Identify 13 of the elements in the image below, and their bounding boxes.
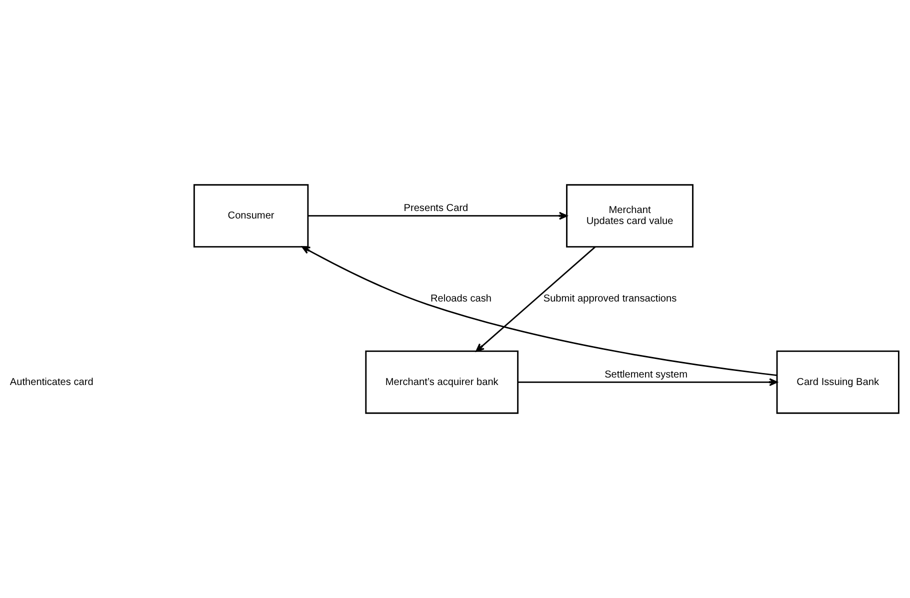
label: Authenticates card [10,376,94,388]
node-box: Merchant’s acquirer bank [365,350,519,414]
arrow [476,246,596,352]
node-box: Card Issuing Bank [776,350,900,414]
arrow [308,212,568,220]
node-box: Merchant Updates card value [566,184,694,248]
edge-label: Reloads cash [430,294,492,305]
arrow [302,246,777,376]
node-box: Consumer [193,184,309,248]
edge-label: Submit approved transactions [543,294,677,305]
edge-label: Settlement system [604,369,688,380]
arrow [518,378,778,386]
edge-label: Presents Card [404,202,468,214]
